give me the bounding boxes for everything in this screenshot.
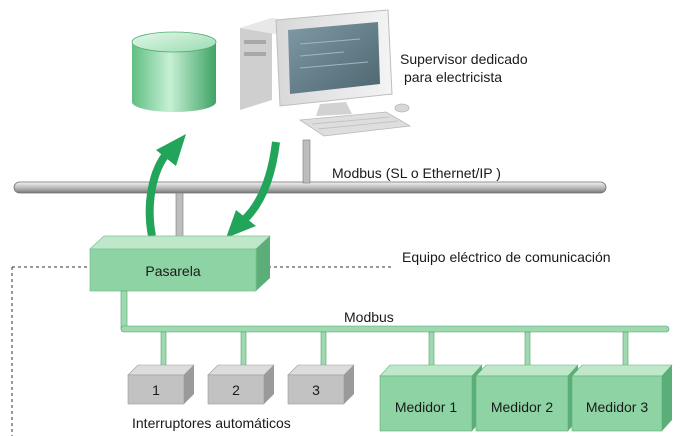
meter-1-label: Medidor 1 — [395, 399, 457, 415]
gateway-label: Pasarela — [145, 263, 200, 279]
field-bus — [120, 290, 670, 367]
breaker-3-label: 3 — [312, 382, 320, 398]
meter-1 — [379, 364, 483, 432]
breaker-2 — [207, 364, 275, 405]
breakers-caption: Interruptores automáticos — [132, 415, 291, 431]
download-arrow-icon — [226, 141, 280, 238]
meter-3 — [571, 364, 673, 432]
field-bus-label: Modbus — [344, 309, 394, 325]
breaker-1-label: 1 — [152, 382, 160, 398]
meter-2-label: Medidor 2 — [491, 399, 553, 415]
equipment-zone-label: Equipo eléctrico de comunicación — [402, 249, 611, 265]
meter-2 — [475, 364, 579, 432]
supervisor-label-line1: Supervisor dedicado — [400, 51, 528, 67]
upload-arrow-icon — [145, 134, 186, 237]
breaker-1 — [127, 364, 195, 405]
computer-icon — [240, 9, 412, 137]
gateway-box — [88, 235, 272, 292]
database-icon — [131, 31, 217, 112]
equipment-zone-boundary — [11, 266, 394, 436]
breaker-3 — [287, 364, 355, 405]
supervisor-label-line2: para electricista — [404, 69, 502, 85]
meter-3-label: Medidor 3 — [586, 399, 648, 415]
top-bus-label: Modbus (SL o Ethernet/IP ) — [332, 165, 501, 181]
top-bus — [13, 139, 607, 244]
breaker-2-label: 2 — [232, 382, 240, 398]
